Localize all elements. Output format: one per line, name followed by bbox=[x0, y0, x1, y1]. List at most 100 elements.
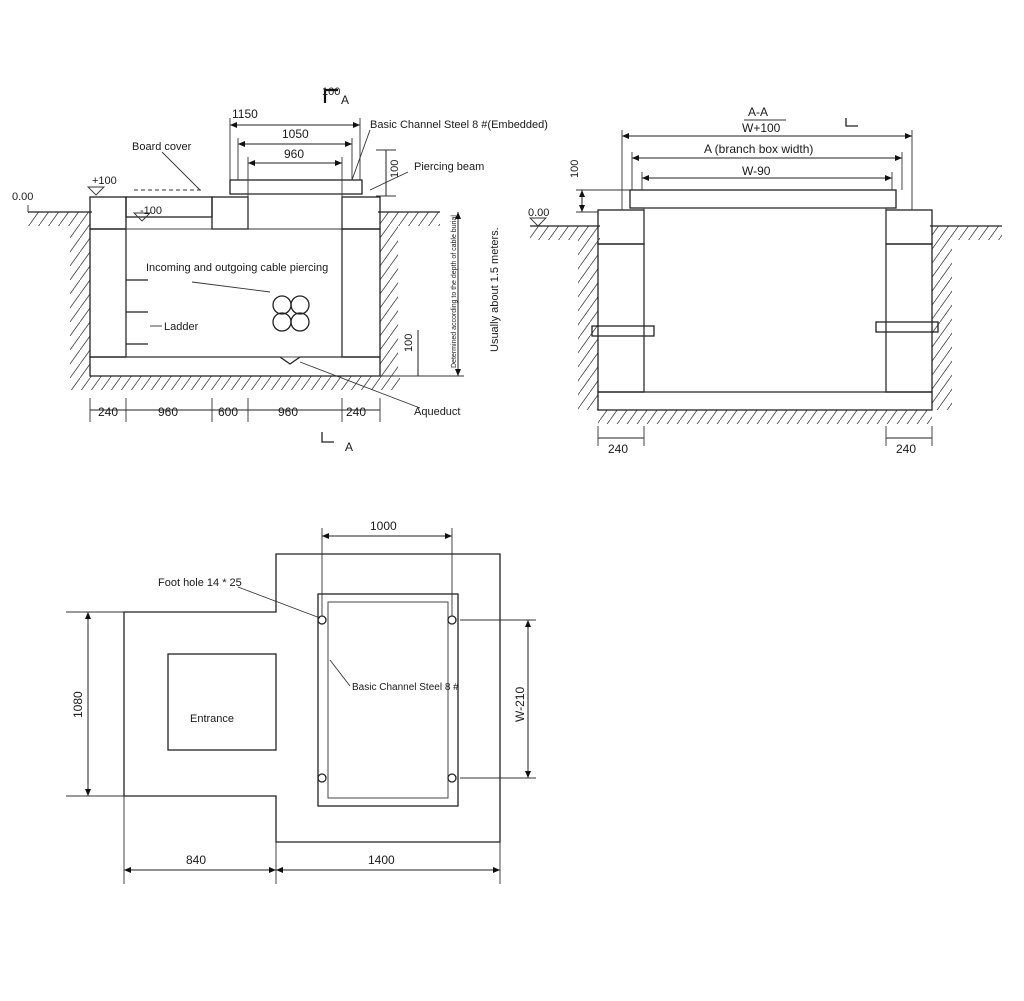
dim-1000: 1000 bbox=[370, 519, 397, 533]
ladder-label: Ladder bbox=[164, 321, 199, 333]
dim-bottom-240-right: 240 bbox=[896, 442, 916, 456]
slab-right bbox=[885, 209, 933, 245]
dim-w90: W-90 bbox=[742, 164, 771, 178]
section-mark-bottom bbox=[321, 432, 334, 443]
plan-outline bbox=[123, 553, 501, 843]
dim-bottom-600: 600 bbox=[218, 405, 238, 419]
channel-steel-label: Basic Channel Steel 8 # bbox=[352, 682, 459, 693]
ext-lines bbox=[66, 611, 124, 797]
section-mark-top bbox=[323, 88, 338, 103]
slab-left bbox=[597, 209, 645, 245]
dim-ticks-bottom bbox=[89, 398, 381, 422]
aqueduct-label: Aqueduct bbox=[414, 406, 460, 418]
top-slab-left bbox=[89, 196, 127, 230]
chamber-frame-outer bbox=[317, 593, 459, 807]
brick-wall-right bbox=[885, 243, 933, 393]
top-slab-mid bbox=[211, 196, 249, 230]
section-top-value: 100 bbox=[322, 86, 340, 98]
ground-hatch-left bbox=[530, 226, 600, 240]
dim-bottom-960-left: 960 bbox=[158, 405, 178, 419]
brick-wall-right bbox=[341, 228, 381, 358]
section-top-letter: A bbox=[341, 93, 349, 107]
dim-right-100: 100 bbox=[389, 160, 401, 178]
dim-bottom-240-left: 240 bbox=[98, 405, 118, 419]
inner-chamber bbox=[125, 228, 343, 358]
board-cover-label: Board cover bbox=[132, 141, 192, 153]
elevation-ground: 0.00 bbox=[12, 191, 33, 203]
brick-wall-left bbox=[597, 243, 645, 393]
foot-holes bbox=[317, 615, 457, 783]
leader-cable bbox=[191, 281, 271, 293]
dim-w210: W-210 bbox=[513, 687, 527, 722]
dim-left-100: 100 bbox=[569, 160, 581, 178]
dim-a: A (branch box width) bbox=[704, 142, 813, 156]
ladder-rungs bbox=[126, 279, 148, 345]
earth-hatch-right bbox=[932, 240, 952, 410]
ext-lines bbox=[576, 189, 630, 213]
ext-lines bbox=[123, 796, 501, 884]
earth-hatch-bottom bbox=[70, 376, 400, 390]
dim-1080: 1080 bbox=[71, 691, 85, 718]
dim-bottom-240-left: 240 bbox=[608, 442, 628, 456]
base-slab bbox=[89, 356, 381, 377]
dim-1400: 1400 bbox=[368, 853, 395, 867]
leader-aqueduct bbox=[299, 361, 421, 409]
earth-hatch-right bbox=[380, 226, 398, 376]
dim-pier-100: 100 bbox=[403, 334, 415, 352]
brick-wall-left bbox=[89, 228, 127, 358]
leader-foot-hole bbox=[237, 586, 321, 619]
base-slab bbox=[597, 391, 933, 411]
dim-bottom-960-right: 960 bbox=[278, 405, 298, 419]
elevation-marker bbox=[528, 217, 548, 227]
dim-840: 840 bbox=[186, 853, 206, 867]
leader-channel-steel bbox=[329, 659, 351, 687]
cable-pipes bbox=[272, 295, 310, 332]
earth-hatch-left bbox=[70, 226, 90, 376]
channel-steel-label: Basic Channel Steel 8 #(Embedded) bbox=[370, 119, 548, 131]
section-view: Board cover Basic Channel Steel 8 #(Embe… bbox=[12, 86, 548, 454]
leader-board-cover bbox=[161, 151, 201, 191]
ground-hatch-right bbox=[932, 226, 1002, 240]
elevation-marker bbox=[132, 212, 152, 222]
pipe-right bbox=[875, 321, 939, 333]
earth-hatch-bottom bbox=[598, 410, 932, 424]
elevation-cover-bottom: -100 bbox=[140, 205, 162, 217]
board-cover bbox=[125, 196, 213, 218]
ext-lines bbox=[621, 130, 913, 210]
section-bottom-letter: A bbox=[345, 440, 353, 454]
piercing-beam-label: Piercing beam bbox=[414, 161, 484, 173]
ext-lines bbox=[460, 619, 536, 779]
ground-hatch-right bbox=[380, 212, 440, 226]
dim-1150: 1150 bbox=[232, 107, 258, 121]
ground-hatch-left bbox=[28, 212, 90, 226]
inner-chamber bbox=[643, 207, 887, 393]
aa-title: A-A bbox=[748, 105, 768, 119]
top-slab-right bbox=[341, 196, 381, 230]
ext-lines bbox=[321, 528, 453, 616]
plan-view: Foot hole 14 * 25 Basic Channel Steel 8 … bbox=[66, 519, 536, 884]
foot-hole-label: Foot hole 14 * 25 bbox=[158, 577, 242, 589]
elevation-cover-top: +100 bbox=[92, 175, 117, 187]
dim-960: 960 bbox=[284, 147, 304, 161]
usually-note: Usually about 1.5 meters. bbox=[489, 227, 501, 352]
cable-piercing-label: Incoming and outgoing cable piercing bbox=[146, 262, 328, 274]
leader-channel-steel bbox=[351, 129, 371, 181]
channel-steel-opening bbox=[247, 193, 343, 230]
dim-1050: 1050 bbox=[282, 127, 309, 141]
dim-bottom-240-right: 240 bbox=[346, 405, 366, 419]
chamber-frame-inner bbox=[327, 601, 449, 799]
pipe-left bbox=[591, 325, 655, 337]
dim-ticks bbox=[597, 426, 933, 446]
dim-w100: W+100 bbox=[742, 121, 781, 135]
entrance-label: Entrance bbox=[190, 713, 234, 725]
earth-hatch-left bbox=[578, 240, 598, 410]
beam bbox=[629, 189, 897, 209]
depth-note: Determined according to the depth of cab… bbox=[451, 215, 458, 368]
elevation-marker bbox=[86, 186, 106, 196]
entrance-opening bbox=[167, 653, 277, 751]
aa-view: A-A W+100 A (branch box width) W-90 0.00… bbox=[528, 105, 1002, 456]
section-mark bbox=[845, 118, 858, 127]
elevation-ground: 0.00 bbox=[528, 207, 549, 219]
leader-piercing-beam bbox=[369, 171, 409, 191]
